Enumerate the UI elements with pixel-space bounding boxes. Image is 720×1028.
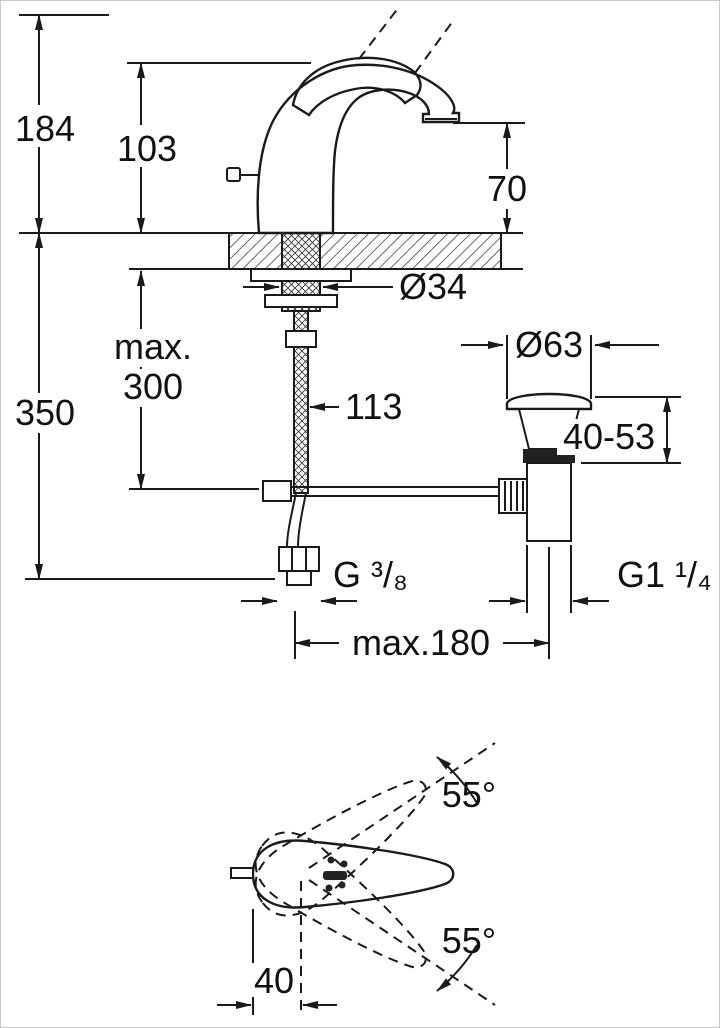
dim-swing-angle-down: 55° [442,920,496,961]
dimension-max-300: max. 300 [105,270,259,490]
dim-waste-flange-diameter: Ø63 [515,324,583,365]
dim-max-word: max. [114,326,192,367]
lever-detail-dots [323,856,348,892]
pop-up-rod [262,480,513,502]
dim-waste-thread: G1 ¹/₄ [617,554,712,595]
dim-swing-angle-up: 55° [442,774,496,815]
dim-max-pipe-length: 300 [123,366,183,407]
lever-pin [230,867,254,879]
dim-rod-offset: 113 [345,386,402,427]
mounting-shank [250,232,352,494]
lever-raised-extension [358,6,454,74]
lever-swing-lines [241,742,496,1006]
faucet-lever [291,56,422,117]
dimension-40: 40 [217,881,337,1015]
lever-top-view [230,839,455,909]
dimension-184: 184 [13,14,109,234]
dim-spout-height: 70 [487,168,527,209]
dimension-waste-range: 40-53 [557,396,681,464]
dim-lever-height: 103 [117,128,177,169]
lever-solid-outline [251,839,455,909]
dim-waste-adjust-range: 40-53 [563,416,655,457]
dim-lever-left-offset: 40 [254,960,294,1001]
waste-adjust-knob [498,478,528,514]
dimension-supply-thread: G ³/₈ [241,554,408,605]
countertop [19,232,523,270]
dimension-113: 113 [309,386,402,427]
dimension-350: 350 [13,232,275,580]
side-view [19,6,593,586]
swing-arc-down [436,944,478,992]
dimension-103: 103 [111,62,311,234]
dimension-waste-thread: G1 ¹/₄ [489,545,712,613]
dimension-70: 70 [453,122,535,234]
dim-hole-diameter: Ø34 [399,266,467,307]
dimension-max-180: max.180 [294,547,550,663]
faucet-body [226,6,461,235]
dimension-waste-diameter: Ø63 [461,324,659,399]
dim-total-height: 184 [15,108,75,149]
dim-total-depth: 350 [15,392,75,433]
supply-hose [278,492,320,586]
drain-pull-knob [226,167,259,182]
swing-arc-up [436,756,478,804]
top-view: 55° 55° 40 [217,742,496,1015]
dimension-hole-diameter: Ø34 [243,266,467,307]
dim-supply-thread: G ³/₈ [333,554,408,595]
dim-max-spread: max.180 [352,622,490,663]
